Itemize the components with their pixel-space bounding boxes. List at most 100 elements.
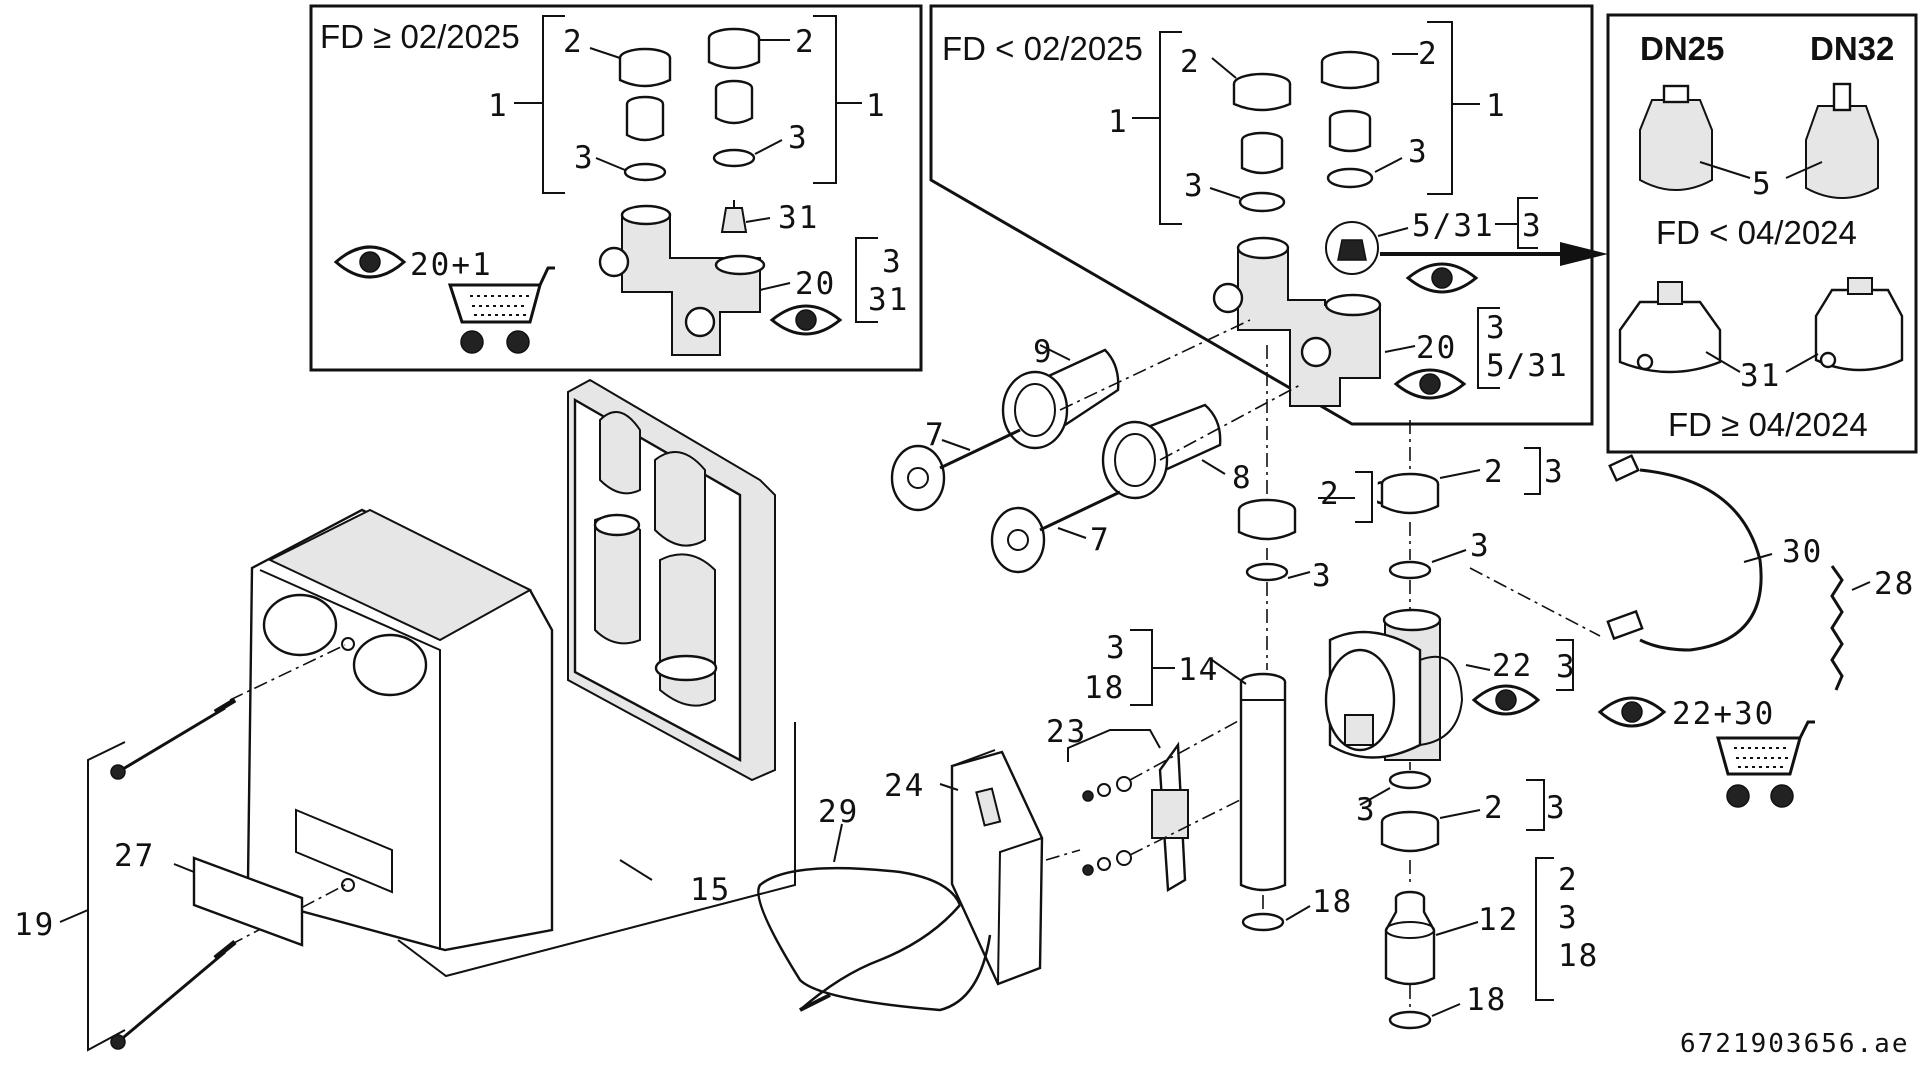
kit-label-20-1: 20+1 — [410, 247, 493, 283]
label-3: 3 — [882, 244, 903, 280]
panel-fd-old-title: FD < 02/2025 — [942, 30, 1143, 67]
label-5-31: 5/31 — [1412, 208, 1495, 244]
label-3: 3 — [1470, 528, 1491, 564]
drawing-code: 6721903656.ae — [1680, 1029, 1910, 1059]
label-22: 22 — [1492, 648, 1533, 684]
label-5-31: 5/31 — [1486, 348, 1569, 384]
label-1: 1 — [488, 88, 509, 124]
panel-fd-new: FD ≥ 02/2025 — [309, 4, 923, 372]
label-1: 1 — [866, 88, 887, 124]
label-18: 18 — [1312, 884, 1353, 920]
label-14: 14 — [1178, 652, 1219, 688]
insert-dn32-new — [1814, 277, 1904, 372]
label-2: 2 — [1484, 790, 1505, 826]
label-3: 3 — [1544, 454, 1565, 490]
eye-icon — [1405, 262, 1479, 294]
union-nut — [1237, 498, 1297, 541]
label-31: 31 — [868, 282, 909, 318]
label-31: 31 — [778, 200, 819, 236]
label-24: 24 — [884, 768, 925, 804]
label-20: 20 — [795, 266, 836, 302]
seal-ring — [1238, 191, 1286, 213]
circulation-pump-22 — [1324, 608, 1464, 761]
insulation-front-cover — [246, 508, 554, 952]
check-valve-12 — [1384, 890, 1436, 986]
label-3: 3 — [1558, 900, 1579, 936]
union-nut — [1380, 810, 1440, 853]
label-15: 15 — [690, 872, 731, 908]
seal-ring — [1241, 912, 1285, 932]
label-5: 5 — [1752, 166, 1773, 202]
label-dn25: DN25 — [1640, 30, 1724, 67]
label-7: 7 — [925, 417, 946, 453]
panel-fd-new-title: FD ≥ 02/2025 — [320, 18, 520, 55]
label-29: 29 — [818, 794, 859, 830]
seal-ring — [1388, 770, 1432, 790]
check-valve-insert — [720, 200, 748, 233]
label-23: 23 — [1046, 714, 1087, 750]
label-2: 2 — [1418, 36, 1439, 72]
thermometer-housing-9 — [1001, 348, 1120, 450]
seal-ring — [1388, 560, 1432, 580]
label-28: 28 — [1874, 566, 1915, 602]
label-3: 3 — [1356, 792, 1377, 828]
insert-dn25-old — [1639, 84, 1713, 191]
label-7: 7 — [1090, 522, 1111, 558]
label-3: 3 — [1106, 630, 1127, 666]
union-sleeve-right — [714, 79, 754, 125]
label-20: 20 — [1416, 330, 1457, 366]
insert-dn32-old — [1805, 82, 1879, 199]
label-3: 3 — [574, 140, 595, 176]
label-18: 18 — [1558, 938, 1599, 974]
label-2: 2 — [1180, 44, 1201, 80]
union-nut-left — [618, 47, 672, 88]
label-3: 3 — [1522, 208, 1543, 244]
insert-dn25-new — [1618, 281, 1722, 374]
thermometer-dial-7 — [990, 490, 1121, 574]
union-nut — [1380, 472, 1440, 515]
label-30: 30 — [1782, 534, 1823, 570]
union-nut-left — [1232, 72, 1292, 112]
label-18: 18 — [1084, 670, 1125, 706]
label-2: 2 — [1558, 862, 1579, 898]
strip-28 — [1830, 565, 1844, 691]
valve-group-new — [598, 204, 766, 356]
seal-ring — [1388, 1010, 1432, 1030]
label-19: 19 — [14, 907, 55, 943]
seal-ring — [1326, 167, 1374, 189]
pipe-14 — [1239, 672, 1287, 892]
panel-fd-old: FD < 02/2025 — [929, 4, 1608, 426]
mounting-bracket-23 — [1067, 719, 1241, 893]
thermometer-housing-8 — [1101, 403, 1222, 500]
label-9: 9 — [1033, 334, 1054, 370]
union-sleeve-left — [1240, 131, 1284, 175]
arrow-right-icon — [1380, 242, 1608, 266]
label-2: 2 — [1320, 476, 1341, 512]
label-3: 3 — [788, 120, 809, 156]
valve-insert-circle — [1325, 221, 1379, 275]
union-nut-right — [707, 27, 761, 70]
label-18: 18 — [1466, 982, 1507, 1018]
label-2: 2 — [563, 24, 584, 60]
label-31: 31 — [1740, 358, 1781, 394]
eye-icon — [769, 304, 843, 336]
controller-24 — [950, 749, 1081, 986]
label-2: 2 — [1484, 454, 1505, 490]
shopping-cart-icon — [447, 266, 555, 354]
label-3: 3 — [1312, 558, 1333, 594]
shopping-cart-icon — [1716, 720, 1815, 808]
eye-icon — [1393, 368, 1467, 400]
seal-ring — [1245, 562, 1289, 582]
label-dn32: DN32 — [1810, 30, 1894, 67]
label-8: 8 — [1232, 460, 1253, 496]
label-1: 1 — [1108, 104, 1129, 140]
screws-19 — [59, 644, 346, 1052]
union-sleeve-left — [625, 95, 665, 142]
label-12: 12 — [1478, 902, 1519, 938]
panel-valve-insert: DN25 DN32 5 FD < 04/2024 31 FD ≥ 04/2024 — [1606, 13, 1918, 454]
label-3: 3 — [1486, 310, 1507, 346]
label-27: 27 — [114, 838, 155, 874]
insulation-back-shell — [567, 378, 776, 782]
eye-icon — [1471, 684, 1541, 716]
